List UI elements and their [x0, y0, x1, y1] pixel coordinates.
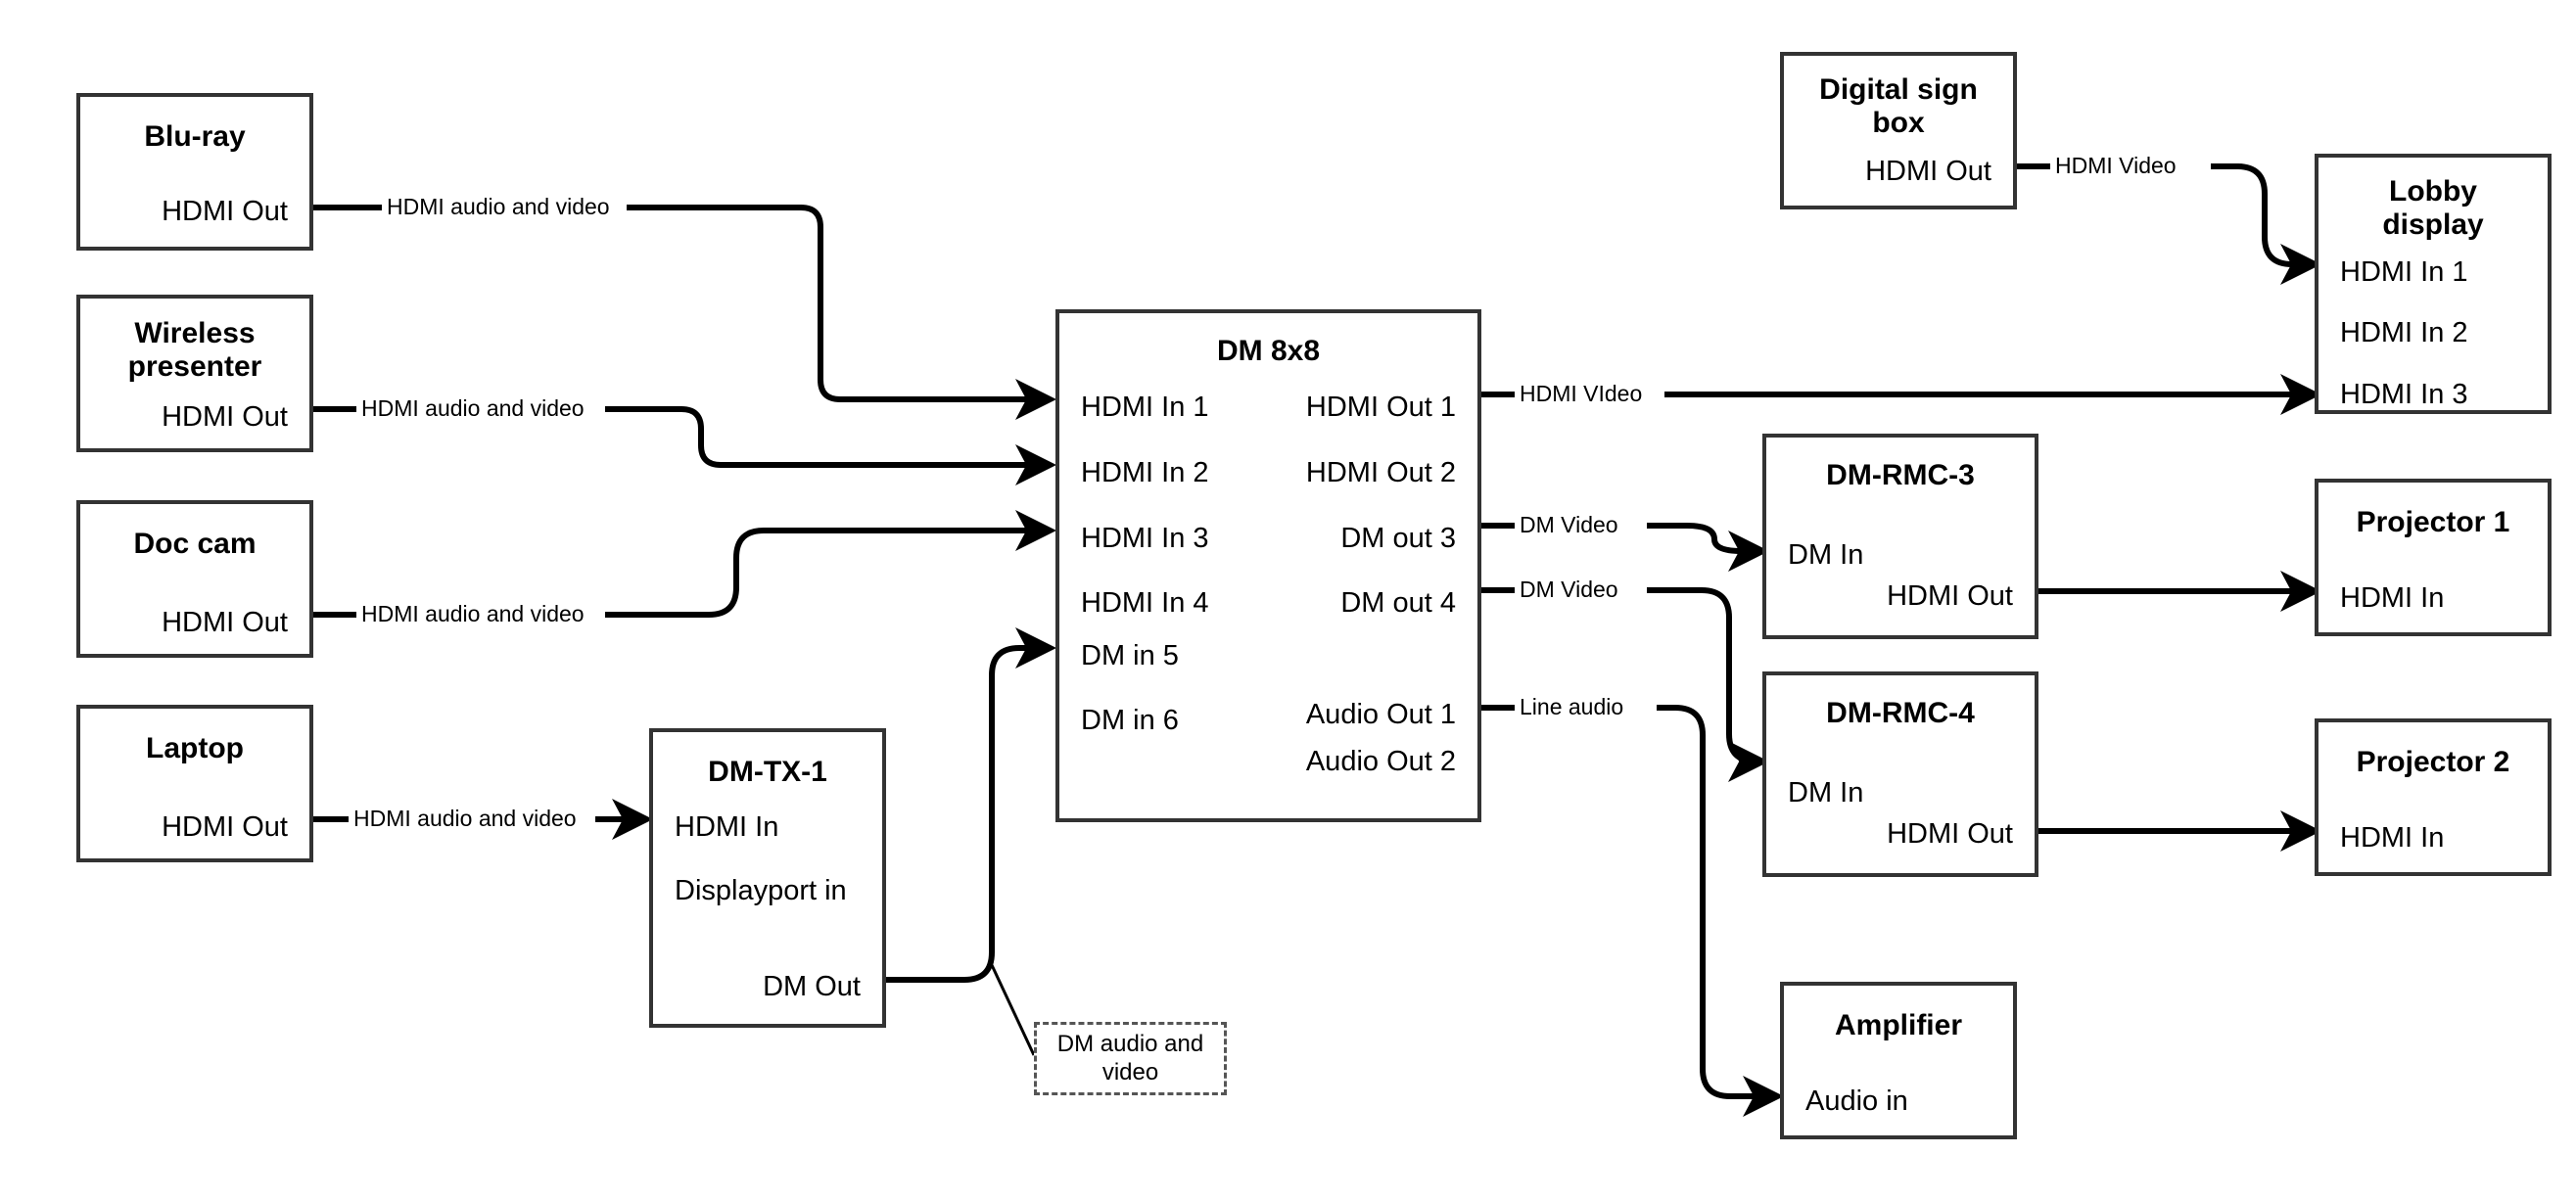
port-dm-rmc-4-hdmi-out: HDMI Out: [1887, 818, 2013, 850]
node-laptop[interactable]: Laptop HDMI Out: [76, 705, 313, 862]
edge-label-wireless-to-dm: HDMI audio and video: [356, 395, 589, 422]
port-dm-8x8-dm-out-3: DM out 3: [1340, 523, 1456, 554]
node-dm-tx-1[interactable]: DM-TX-1 HDMI In Displayport in DM Out: [649, 728, 886, 1028]
node-lobby-display[interactable]: Lobby display HDMI In 1 HDMI In 2 HDMI I…: [2315, 154, 2552, 414]
node-wireless-presenter[interactable]: Wireless presenter HDMI Out: [76, 295, 313, 452]
edge-label-dm-audio-to-amp: Line audio: [1515, 694, 1629, 720]
node-dm-rmc-4-title: DM-RMC-4: [1826, 697, 1975, 729]
node-doc-cam[interactable]: Doc cam HDMI Out: [76, 500, 313, 658]
node-dm-rmc-3[interactable]: DM-RMC-3 DM In HDMI Out: [1762, 434, 2038, 639]
node-dm-8x8-title: DM 8x8: [1216, 335, 1321, 367]
port-dm-8x8-audio-out-2: Audio Out 2: [1305, 746, 1456, 777]
port-laptop-hdmi-out: HDMI Out: [162, 811, 288, 843]
port-dm-rmc-3-dm-in: DM In: [1788, 539, 1864, 571]
edge-label-sign-to-lobby: HDMI Video: [2050, 153, 2181, 179]
wire-sign-to-lobby-in1-b: [2211, 163, 2321, 285]
edge-label-dm-out4-to-rmc4: DM Video: [1515, 577, 1623, 603]
edge-label-bluray-to-dm: HDMI audio and video: [382, 194, 615, 220]
port-dm-tx-1-dm-out: DM Out: [763, 971, 861, 1002]
wire-doccam-to-dm-in3-b: [605, 510, 1056, 618]
node-bluray[interactable]: Blu-ray HDMI Out: [76, 93, 313, 251]
port-bluray-hdmi-out: HDMI Out: [162, 196, 288, 227]
port-lobby-display-hdmi-in-2: HDMI In 2: [2340, 317, 2468, 348]
leader-line-dm-audio-video-callout: [990, 964, 1036, 1056]
node-amplifier-title: Amplifier: [1834, 1009, 1963, 1041]
wire-bluray-to-dm-in1-b: [627, 205, 1056, 420]
port-dm-tx-1-displayport-in: Displayport in: [675, 875, 847, 906]
node-projector-1[interactable]: Projector 1 HDMI In: [2315, 479, 2552, 636]
port-lobby-display-hdmi-in-3: HDMI In 3: [2340, 379, 2468, 410]
node-lobby-display-title: Lobby display: [2382, 175, 2484, 241]
wire-dm-out4-to-rmc4-b: [1647, 587, 1769, 782]
node-digital-sign-box[interactable]: Digital sign box HDMI Out: [1780, 52, 2017, 209]
node-doc-cam-title: Doc cam: [133, 528, 257, 560]
port-amplifier-audio-in: Audio in: [1805, 1086, 1908, 1117]
port-projector-1-hdmi-in: HDMI In: [2340, 582, 2445, 614]
node-projector-2-title: Projector 2: [2356, 746, 2510, 778]
port-doc-cam-hdmi-out: HDMI Out: [162, 607, 288, 638]
wire-wireless-to-dm-in2-b: [605, 406, 1056, 485]
node-dm-8x8[interactable]: DM 8x8 HDMI In 1 HDMI In 2 HDMI In 3 HDM…: [1055, 309, 1481, 822]
callout-dm-audio-and-video: DM audio and video: [1034, 1022, 1227, 1095]
port-dm-8x8-hdmi-in-4: HDMI In 4: [1081, 587, 1209, 619]
wire-dm-audioout1-to-amp-b: [1657, 705, 1784, 1117]
port-dm-8x8-audio-out-1: Audio Out 1: [1305, 699, 1456, 730]
port-dm-8x8-dm-out-4: DM out 4: [1340, 587, 1456, 619]
node-digital-sign-box-title: Digital sign box: [1819, 73, 1978, 139]
node-wireless-presenter-title: Wireless presenter: [127, 317, 262, 383]
node-dm-rmc-3-title: DM-RMC-3: [1826, 459, 1975, 491]
edge-label-laptop-to-tx: HDMI audio and video: [349, 806, 582, 832]
port-dm-8x8-hdmi-out-2: HDMI Out 2: [1305, 457, 1456, 488]
port-dm-8x8-dm-in-6: DM in 6: [1081, 705, 1179, 736]
port-dm-tx-1-hdmi-in: HDMI In: [675, 811, 779, 843]
node-dm-tx-1-title: DM-TX-1: [708, 756, 827, 788]
port-projector-2-hdmi-in: HDMI In: [2340, 822, 2445, 854]
edge-label-dm-out1-to-lobby: HDMI VIdeo: [1515, 381, 1648, 407]
edge-label-doccam-to-dm: HDMI audio and video: [356, 601, 589, 627]
node-bluray-title: Blu-ray: [144, 120, 246, 153]
wire-dm-out3-to-rmc3-b: [1647, 523, 1769, 572]
port-dm-8x8-hdmi-out-1: HDMI Out 1: [1305, 392, 1456, 423]
node-projector-2[interactable]: Projector 2 HDMI In: [2315, 718, 2552, 876]
node-projector-1-title: Projector 1: [2356, 506, 2510, 538]
edge-label-dm-out3-to-rmc3: DM Video: [1515, 512, 1623, 538]
wire-tx-dmout-to-dm-in5: [886, 627, 1056, 983]
port-digital-sign-box-hdmi-out: HDMI Out: [1865, 156, 1991, 187]
port-wireless-presenter-hdmi-out: HDMI Out: [162, 401, 288, 433]
node-amplifier[interactable]: Amplifier Audio in: [1780, 982, 2017, 1139]
port-lobby-display-hdmi-in-1: HDMI In 1: [2340, 256, 2468, 288]
port-dm-8x8-hdmi-in-3: HDMI In 3: [1081, 523, 1209, 554]
port-dm-8x8-dm-in-5: DM in 5: [1081, 640, 1179, 671]
node-laptop-title: Laptop: [146, 732, 244, 764]
port-dm-8x8-hdmi-in-1: HDMI In 1: [1081, 392, 1209, 423]
port-dm-rmc-4-dm-in: DM In: [1788, 777, 1864, 808]
callout-dm-audio-and-video-text: DM audio and video: [1056, 1030, 1204, 1086]
port-dm-rmc-3-hdmi-out: HDMI Out: [1887, 580, 2013, 612]
node-dm-rmc-4[interactable]: DM-RMC-4 DM In HDMI Out: [1762, 671, 2038, 877]
port-dm-8x8-hdmi-in-2: HDMI In 2: [1081, 457, 1209, 488]
